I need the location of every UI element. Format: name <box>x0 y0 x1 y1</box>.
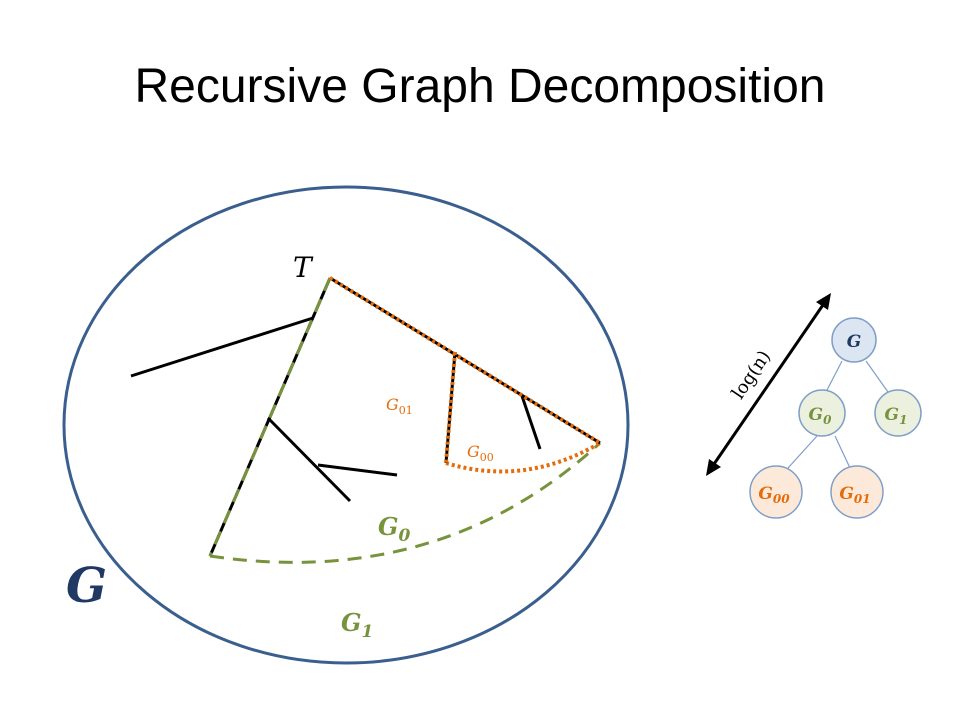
tree-edge-mid-twig <box>317 463 398 477</box>
svg-text:G: G <box>847 332 862 352</box>
g0-spine-overlay <box>208 277 332 557</box>
tree-edge-right-twig <box>520 395 542 450</box>
svg-text:G1: G1 <box>885 405 908 427</box>
graph-label-g: G <box>66 558 107 614</box>
svg-text:G01: G01 <box>839 484 870 506</box>
depth-arrow <box>706 293 831 476</box>
svg-text:G0: G0 <box>809 405 833 427</box>
hierarchy-node-g00: G00 <box>749 465 803 519</box>
hierarchy-node-root: G <box>831 317 877 363</box>
depth-label: log(n) <box>728 347 775 403</box>
hierarchy-edges <box>787 360 889 469</box>
g0-boundary-arc <box>209 441 602 564</box>
tree-edge-left-branch <box>130 316 314 378</box>
graph-boundary <box>62 185 630 665</box>
hierarchy-node-g0: G0 <box>798 389 846 437</box>
tree-edges <box>130 276 601 557</box>
subgraph-label-g00: G00 <box>467 442 494 464</box>
subgraph-label-g01: G01 <box>386 395 413 417</box>
svg-text:G00: G00 <box>758 484 790 506</box>
slide-title: Recursive Graph Decomposition <box>134 60 826 113</box>
tree-label-t: T <box>293 251 314 284</box>
subgraph-label-g1: G1 <box>341 608 373 642</box>
hierarchy-node-g1: G1 <box>874 389 922 437</box>
hierarchy-node-g01: G01 <box>830 465 884 519</box>
subgraph-label-g0: G0 <box>378 512 411 546</box>
g00-boundary-arc <box>445 441 602 474</box>
hierarchy-tree: log(n) G G0 G1 <box>706 293 922 519</box>
g01-overlay <box>328 276 602 464</box>
tree-edge-mid-branch <box>266 416 352 503</box>
